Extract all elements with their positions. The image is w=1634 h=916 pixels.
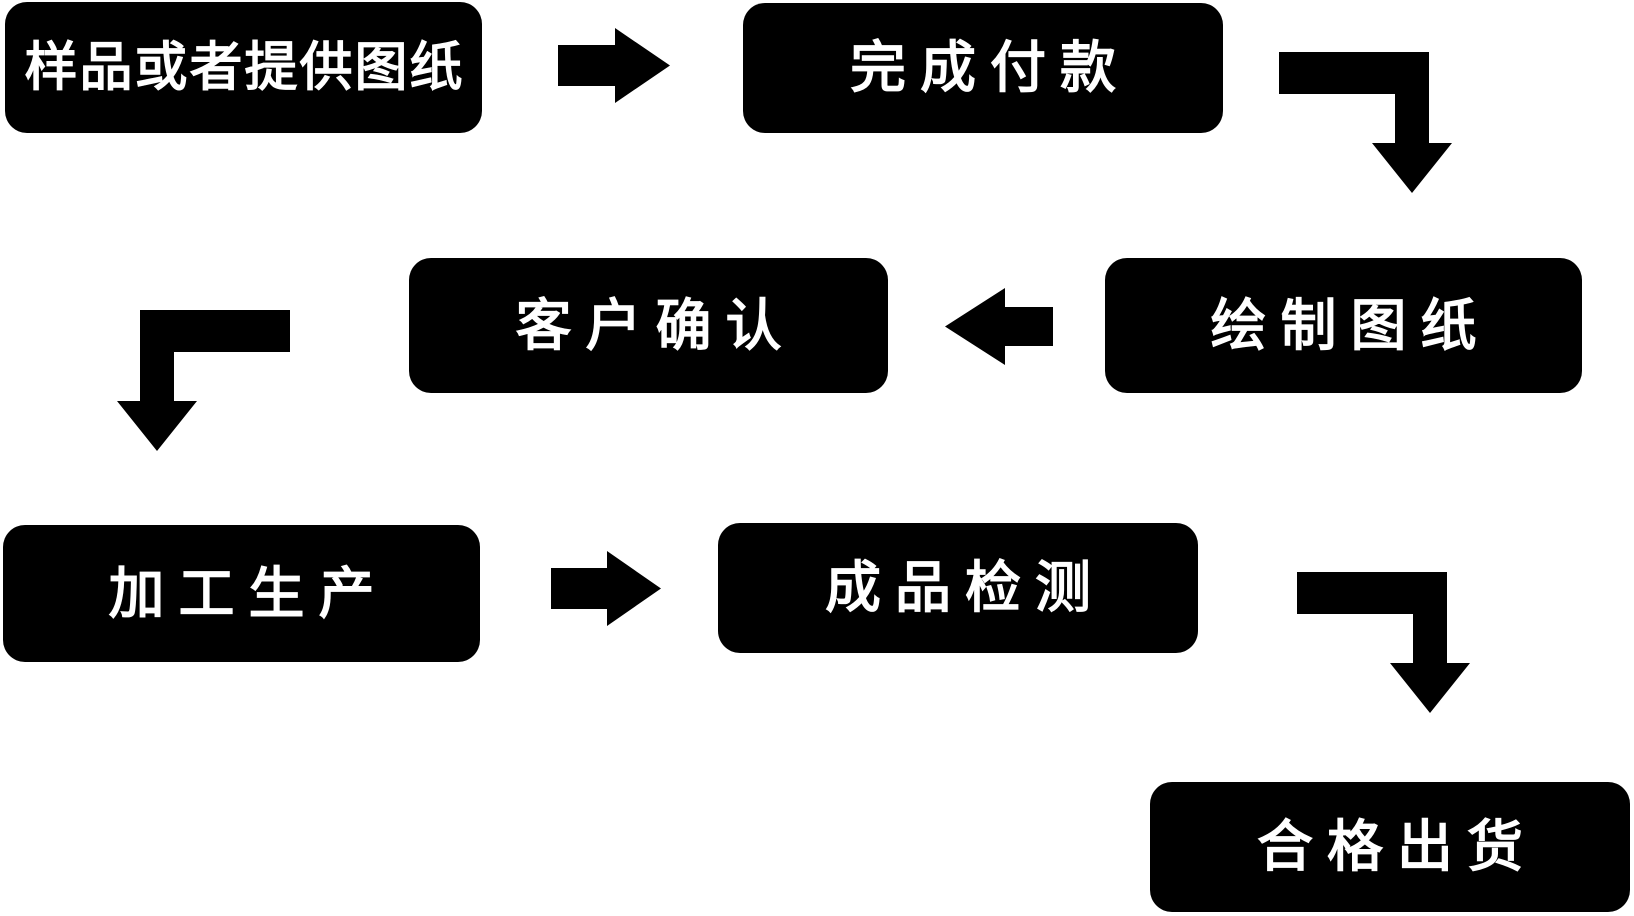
flow-step-qualified-shipment: 合格出货 (1150, 782, 1630, 912)
flow-step-label: 完成付款 (850, 36, 1130, 99)
flow-step-label: 样品或者提供图纸 (24, 38, 465, 97)
flow-step-draw-drawings: 绘制图纸 (1105, 258, 1582, 393)
flow-step-label: 合格出货 (1257, 815, 1537, 878)
flow-step-label: 客户确认 (515, 293, 796, 357)
flow-step-label: 成品检测 (825, 556, 1105, 619)
flow-step-product-inspection: 成品检测 (718, 523, 1198, 653)
arrow-elbow-down-right-icon (1297, 572, 1470, 713)
arrow-right-icon (558, 28, 670, 103)
flow-step-label: 加工生产 (108, 561, 389, 625)
flow-step-production: 加工生产 (3, 525, 480, 662)
flow-step-label: 绘制图纸 (1210, 293, 1491, 357)
flow-step-complete-payment: 完成付款 (743, 3, 1223, 133)
flow-step-customer-confirm: 客户确认 (409, 258, 888, 393)
arrow-elbow-down-left-icon (117, 310, 290, 451)
arrow-elbow-down-right-icon (1279, 52, 1452, 193)
arrow-right-icon (551, 551, 661, 626)
arrow-left-icon (945, 288, 1053, 365)
flow-step-sample-or-drawing: 样品或者提供图纸 (5, 2, 482, 133)
